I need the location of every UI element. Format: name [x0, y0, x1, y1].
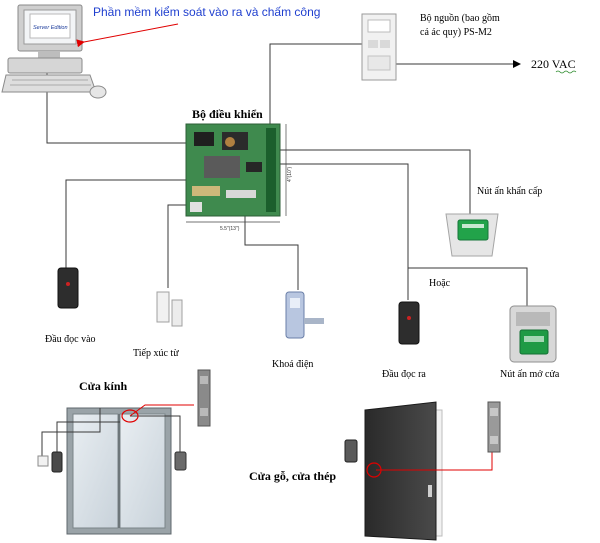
glass-door-strike-icon — [197, 369, 211, 427]
power-supply-label-1: Bộ nguồn (bao gồm — [420, 13, 500, 24]
glass-door-label: Cửa kính — [79, 379, 128, 393]
reader-out-icon — [398, 301, 420, 345]
controller-dim-bottom: 5.5"(13") — [220, 226, 240, 232]
wood-door-icon — [364, 401, 443, 541]
lock-wire — [244, 214, 299, 290]
reader-out-wire — [278, 163, 409, 300]
glass-door-sensor-icon — [37, 455, 49, 467]
controller-title: Bộ điều khiển — [192, 107, 263, 121]
wood-door-strike-icon — [487, 401, 501, 453]
power-wire — [269, 43, 365, 127]
reader-out-label: Đầu đọc ra — [382, 369, 426, 380]
glass-lock-highlight — [121, 409, 139, 423]
glass-door-reader-right-icon — [174, 451, 187, 471]
power-supply-icon — [361, 13, 397, 81]
emergency-button-label: Nút ấn khẩn cấp — [477, 186, 542, 197]
exit-button-label: Nút ấn mở cửa — [500, 369, 560, 380]
wood-lock-highlight — [366, 462, 382, 478]
contact-sensor-icon — [156, 291, 183, 327]
software-pointer — [76, 23, 179, 48]
glass-door-wiring — [41, 404, 194, 456]
emergency-button-icon — [445, 213, 499, 257]
software-label: Phần mềm kiểm soát vào ra và chấm công — [93, 5, 320, 19]
mains-underline — [555, 70, 577, 74]
glass-door-reader-left-icon — [51, 451, 63, 473]
wood-door-label: Cửa gỗ, cửa thép — [249, 469, 336, 483]
wood-door-reader-icon — [344, 439, 358, 463]
contact-wire — [167, 204, 200, 288]
pc-wire — [46, 72, 190, 144]
emergency-wire — [278, 149, 471, 214]
reader-in-wire — [65, 179, 192, 268]
lock-label: Khoá điện — [272, 359, 313, 370]
or-label: Hoặc — [429, 278, 451, 289]
monitor-screen-text: Server Edition — [33, 25, 68, 31]
reader-in-label: Đầu đọc vào — [45, 334, 96, 345]
reader-in-icon — [57, 267, 79, 309]
electric-lock-icon — [285, 291, 324, 339]
mains-label: 220 VAC — [531, 57, 576, 71]
contact-label: Tiếp xúc từ — [133, 348, 179, 359]
exit-button-wire — [408, 267, 528, 306]
computer-icon: Server Edition — [1, 4, 107, 99]
controller-board — [185, 123, 281, 217]
glass-door-icon — [66, 407, 172, 535]
controller-dim-right: 4"(10") — [287, 166, 293, 182]
power-supply-label-2: cả ác quy) PS-M2 — [420, 27, 492, 38]
exit-button-icon — [509, 305, 557, 363]
